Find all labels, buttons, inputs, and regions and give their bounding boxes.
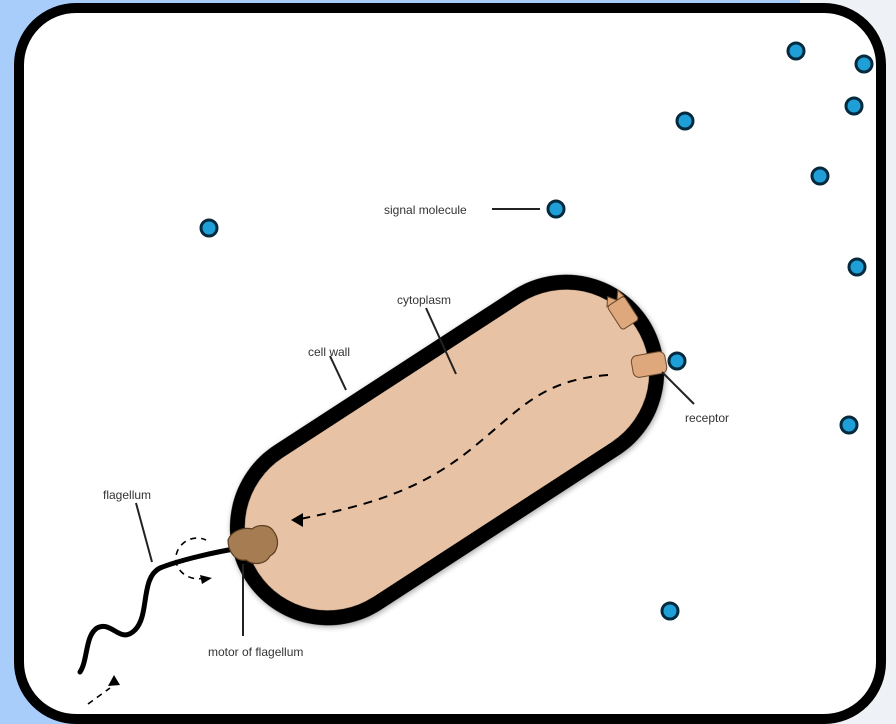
flagellum-label: flagellum xyxy=(103,488,151,502)
cell-wall-label: cell wall xyxy=(308,345,350,359)
flagellum-leader xyxy=(136,503,152,562)
signal-molecule-dot xyxy=(662,603,678,619)
signal-molecule-dot xyxy=(788,43,804,59)
signal-molecule-dot xyxy=(849,259,865,275)
signal-molecule-dot xyxy=(856,56,872,72)
signal-molecule-dot xyxy=(846,98,862,114)
motor-of-flagellum-label: motor of flagellum xyxy=(208,645,303,659)
signal-molecule-dot xyxy=(201,220,217,236)
cell-wall-leader xyxy=(330,356,346,390)
movement-arrow xyxy=(88,675,120,704)
receptor-leader xyxy=(662,372,694,404)
cytoplasm-label: cytoplasm xyxy=(397,293,451,307)
signal-molecule-dot xyxy=(548,201,564,217)
signal-molecule-dot xyxy=(677,113,693,129)
signal-molecule-dot xyxy=(841,417,857,433)
bound-signal-molecule xyxy=(669,353,685,369)
signal-molecule-label: signal molecule xyxy=(384,203,467,217)
signal-molecule-dot xyxy=(812,168,828,184)
receptor-label: receptor xyxy=(685,411,729,425)
